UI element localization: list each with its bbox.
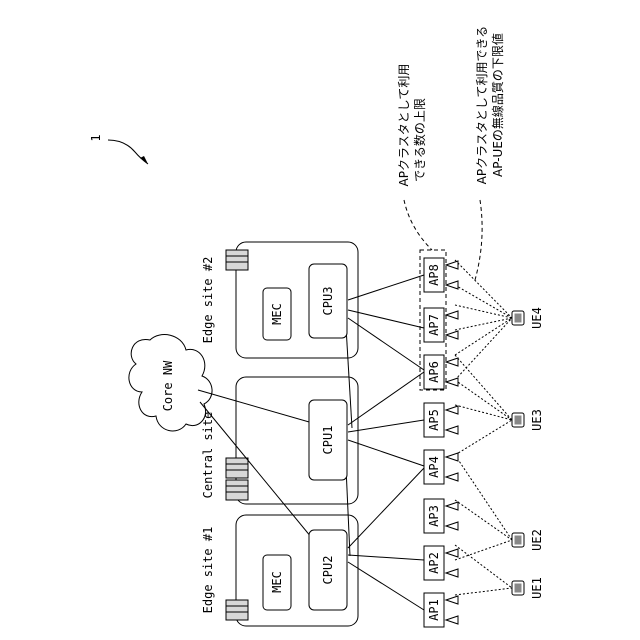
access-point-8: AP8 <box>424 258 458 292</box>
figure-reference: 1 <box>89 134 148 164</box>
cpu2-label: CPU2 <box>321 556 335 585</box>
antenna-icon <box>446 331 458 339</box>
access-point-2: AP2 <box>424 546 458 580</box>
annotation-leader-max-ap <box>404 200 432 250</box>
annotation-max-ap-line1: APクラスタとして利用 <box>397 64 411 187</box>
annotation-max-ap-line2: できる数の上限 <box>412 98 427 182</box>
phone-screen-icon <box>515 416 522 425</box>
core-network-label: Core NW <box>161 360 175 411</box>
cpu-ap-links <box>348 275 424 610</box>
cpu3-label: CPU3 <box>321 287 335 316</box>
antenna-icon <box>446 473 458 481</box>
ue-4: UE4 <box>512 307 544 329</box>
annotation-min-quality-line2: AP-UEの無線品質の下限値 <box>490 33 505 177</box>
access-point-label: AP5 <box>427 409 441 431</box>
server-icon-edge1 <box>226 600 248 620</box>
central-site-label: Central site <box>201 412 215 499</box>
antenna-icon <box>446 522 458 530</box>
cpu1-label: CPU1 <box>321 426 335 455</box>
access-point-4: AP4 <box>424 450 458 484</box>
access-point-3: AP3 <box>424 499 458 533</box>
phone-screen-icon <box>515 584 522 593</box>
access-point-label: AP2 <box>427 552 441 574</box>
antenna-icon <box>446 358 458 366</box>
radio-links <box>455 260 512 595</box>
antenna-icon <box>446 311 458 319</box>
antenna-icon <box>446 596 458 604</box>
figure-reference-arrowhead <box>140 156 148 164</box>
figure-reference-arrow <box>108 140 148 164</box>
mec-label-edge1: MEC <box>270 571 284 593</box>
antenna-icon <box>446 281 458 289</box>
access-point-label: AP6 <box>427 361 441 383</box>
antenna-icon <box>446 616 458 624</box>
figure-number: 1 <box>89 134 103 141</box>
annotation-min-quality-line1: APクラスタとして利用できる <box>475 26 489 185</box>
ue-label: UE3 <box>530 409 544 431</box>
access-point-label: AP8 <box>427 264 441 286</box>
antenna-icon <box>446 261 458 269</box>
antenna-icon <box>446 502 458 510</box>
edge-site-1-label: Edge site #1 <box>201 527 215 614</box>
antenna-icon <box>446 378 458 386</box>
antenna-icon <box>446 453 458 461</box>
edge-site-2-label: Edge site #2 <box>201 257 215 344</box>
ue-label: UE2 <box>530 529 544 551</box>
antenna-icon <box>446 426 458 434</box>
server-icon-edge2 <box>226 250 248 270</box>
ue-1: UE1 <box>512 577 544 599</box>
antenna-icon <box>446 569 458 577</box>
access-point-5: AP5 <box>424 403 458 437</box>
mec-label-edge2: MEC <box>270 303 284 325</box>
access-points: AP1 AP2 AP3 AP4 AP5 AP6 AP7 AP8 <box>424 258 458 627</box>
phone-screen-icon <box>515 536 522 545</box>
user-equipment: UE1 UE2 UE3 UE4 <box>512 307 544 599</box>
access-point-label: AP7 <box>427 314 441 336</box>
antenna-icon <box>446 406 458 414</box>
ue-label: UE4 <box>530 307 544 329</box>
ue-label: UE1 <box>530 577 544 599</box>
access-point-label: AP4 <box>427 456 441 478</box>
phone-screen-icon <box>515 314 522 323</box>
core-network-cloud: Core NW <box>129 335 212 431</box>
antenna-icon <box>446 549 458 557</box>
access-point-7: AP7 <box>424 308 458 342</box>
access-point-1: AP1 <box>424 593 458 627</box>
ue-2: UE2 <box>512 529 544 551</box>
ue-3: UE3 <box>512 409 544 431</box>
access-point-label: AP3 <box>427 505 441 527</box>
access-point-6: AP6 <box>424 355 458 389</box>
access-point-label: AP1 <box>427 599 441 621</box>
annotation-leader-min-quality <box>475 200 482 280</box>
